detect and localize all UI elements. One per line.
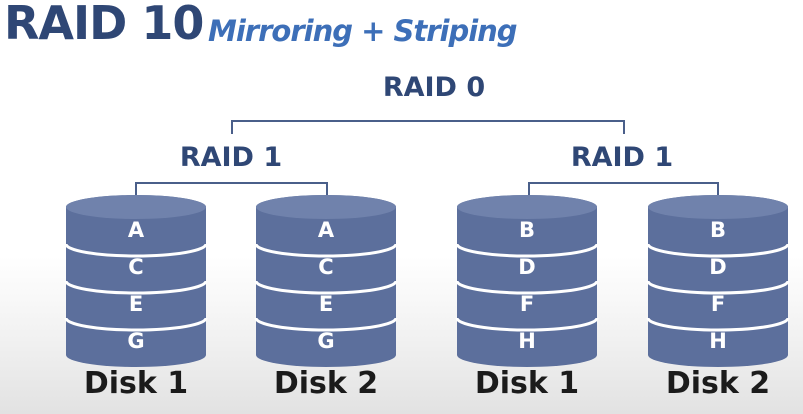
data-block-label: A (317, 218, 335, 242)
data-block-label: F (710, 292, 726, 316)
data-block-label: G (317, 329, 335, 353)
data-block-label: H (709, 329, 727, 353)
disk-label: Disk 2 (273, 366, 379, 401)
disk-label: Disk 2 (665, 366, 771, 401)
disk-cylinder-icon (455, 195, 599, 367)
disk-cylinder-icon (646, 195, 790, 367)
data-block-label: C (318, 255, 334, 279)
data-block-label: A (127, 218, 145, 242)
diagram-title: RAID 10 (4, 0, 204, 50)
data-block-label: D (709, 255, 727, 279)
disk-label: Disk 1 (474, 366, 580, 401)
raid1-connector-right (528, 182, 719, 196)
data-block-label: E (128, 292, 144, 316)
raid1-label-left: RAID 1 (179, 142, 283, 173)
data-block-label: E (318, 292, 334, 316)
raid1-connector-left (135, 182, 328, 196)
data-block-label: F (519, 292, 535, 316)
data-block-label: D (518, 255, 536, 279)
raid0-label: RAID 0 (382, 72, 486, 103)
raid1-label-right: RAID 1 (570, 142, 674, 173)
data-block-label: B (709, 218, 726, 242)
data-block-label: G (127, 329, 145, 353)
disk-cylinder-icon (64, 195, 208, 367)
disk-label: Disk 1 (83, 366, 189, 401)
diagram-subtitle: Mirroring + Striping (208, 14, 518, 48)
raid0-connector (231, 120, 625, 134)
data-block-label: C (128, 255, 144, 279)
data-block-label: B (518, 218, 535, 242)
disk-cylinder-icon (254, 195, 398, 367)
data-block-label: H (518, 329, 536, 353)
